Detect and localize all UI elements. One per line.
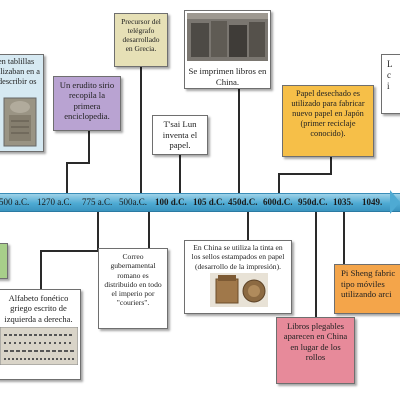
event-alphabet: Alfabeto fonético griego escrito de izqu… [0,289,81,380]
event-green-partial [0,243,8,279]
event-mail-text: Correo gubernamental romano es distribui… [104,252,162,308]
tick-105dc: 105 d.C. [193,197,225,207]
greek-inscription-image [0,327,78,366]
timeline-axis [0,193,400,212]
event-china-books-text: Se imprimen libros en China. [188,66,267,87]
stamp-seals-image [210,272,268,307]
connector-pi-sheng [343,210,345,265]
event-pi-sheng-text: Pi Sheng fabric tipo móviles utilizando … [341,268,396,300]
event-ink-text: En China se utiliza la tinta en los sell… [191,243,285,271]
event-right-edge: L c i [381,54,400,114]
event-china-books: Se imprimen libros en China. [184,10,271,89]
tick-500ac: 500 a.C. [0,197,30,207]
connector-japan-h [278,173,332,175]
event-tsai-lun-text: T'sai Lun inventa el papel. [162,119,198,151]
event-telegraph: Precursor del telégrafo desarrollado en … [114,13,168,67]
event-folding-books-text: Libros plegables aparecen en China en lu… [283,321,348,363]
connector-japan-v2 [278,173,280,194]
tick-1049: 1049. [362,197,383,207]
event-right-edge-text: L c i [387,59,393,91]
event-japan-paper-text: Papel desechado es utilizado para fabric… [291,89,365,139]
event-tsai-lun: T'sai Lun inventa el papel. [152,115,208,155]
event-scholar-text: Un erudito sirio recopila la primera enc… [59,80,115,122]
tick-1270ac: 1270 a.C. [37,197,72,207]
event-pi-sheng: Pi Sheng fabric tipo móviles utilizando … [334,264,400,314]
stone-tablet-image [3,97,37,147]
connector-scholar-h [66,162,90,164]
connector-china-books [238,88,240,194]
event-mail: Correo gubernamental romano es distribui… [98,248,168,329]
tick-600dc: 600d.C. [263,197,293,207]
connector-alphabet [97,210,99,251]
connector-scholar [88,130,90,163]
event-japan-paper: Papel desechado es utilizado para fabric… [282,85,374,157]
connector-mail [148,210,150,250]
event-alphabet-text: Alfabeto fonético griego escrito de izqu… [4,293,73,324]
connector-tsai-lun [179,153,181,194]
event-ink: En China se utiliza la tinta en los sell… [184,240,292,314]
event-folding-books: Libros plegables aparecen en China en lu… [276,317,355,384]
connector-folding [315,210,317,318]
connector-alphabet-h [40,250,99,252]
tick-450dc: 450d.C. [228,197,258,207]
tick-500ac-2: 500a.C. [119,197,147,207]
connector-japan [330,156,332,174]
event-tablets: en tablillas ilizaban en a describir os [0,54,44,152]
event-telegraph-text: Precursor del telégrafo desarrollado en … [121,17,161,54]
tick-100dc: 100 d.C. [155,197,187,207]
tick-1035: 1035. [333,197,354,207]
tick-775ac: 775 a.C. [82,197,113,207]
timeline-arrow-icon [390,190,400,214]
tick-950dc: 950d.C. [298,197,328,207]
connector-scholar-v2 [66,162,68,194]
event-tablets-text: en tablillas ilizaban en a describir os [0,57,40,87]
connector-alphabet-v2 [40,250,42,290]
books-stack-image [187,13,268,61]
connector-telegraph [140,66,142,194]
event-scholar: Un erudito sirio recopila la primera enc… [53,76,121,131]
connector-ink [247,210,249,240]
